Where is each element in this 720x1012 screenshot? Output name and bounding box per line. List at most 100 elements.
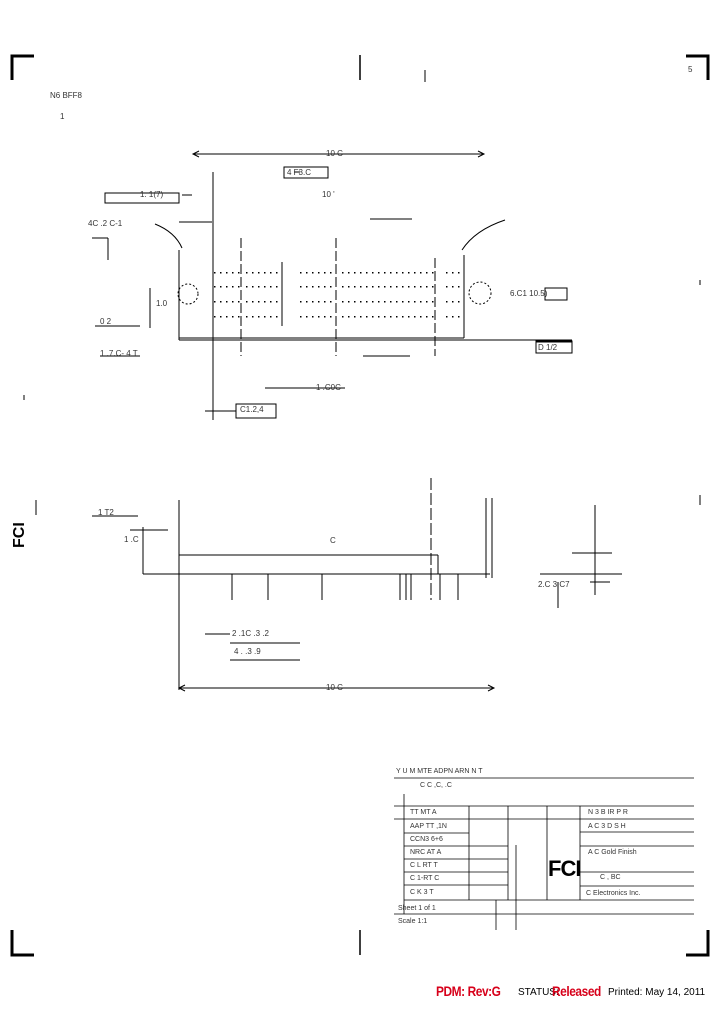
contact-pin [214,316,216,318]
contact-pin [408,301,410,303]
contact-pin [258,272,260,274]
contact-pin [420,301,422,303]
titleblock-part-title-1: N 3 B IR P R [588,809,628,816]
contact-pin [312,301,314,303]
contact-pin [396,316,398,318]
titleblock-header-1: Y U M MTE ADPN ARN N T [396,768,483,775]
contact-pin [324,286,326,288]
front-dimension-b: 4 . .3 .9 [234,647,261,656]
contact-pin [420,316,422,318]
contact-pin [360,272,362,274]
contact-pin [264,286,266,288]
contact-pin [246,286,248,288]
contact-pin [354,301,356,303]
contact-pin [372,272,374,274]
contact-pin [300,286,302,288]
contact-pin [354,272,356,274]
contact-pin [238,286,240,288]
front-dim-side: 1 .C [124,535,139,544]
contact-pin [270,286,272,288]
contact-pin [226,286,228,288]
contact-pin [446,301,448,303]
contact-pin [366,316,368,318]
contact-pin [458,272,460,274]
contact-pin [318,286,320,288]
contact-pin [252,301,254,303]
contact-pin [452,316,454,318]
contact-pin [226,301,228,303]
status-value: Released [552,983,601,999]
contact-pin [414,286,416,288]
bottom-reference: 1 .7.C- 4 T [100,349,138,358]
dimension-height: 1.0 [156,299,168,308]
dimension-b: 1. 1(7) [140,190,164,199]
contact-pin [276,301,278,303]
contact-pin [214,286,216,288]
contact-pin [324,272,326,274]
status-label: STATUS: [518,987,559,998]
contact-pin [220,286,222,288]
contact-pin [246,301,248,303]
contact-pin [330,272,332,274]
contact-pin [258,286,260,288]
titleblock-company: C Electronics Inc. [586,890,641,897]
contact-pin [306,301,308,303]
corner-top-left [10,54,34,80]
note-left: 4C .2 C-1 [88,219,123,228]
contact-pin [426,316,428,318]
contact-pin [458,301,460,303]
contact-pin [330,301,332,303]
front-total-dimension: 10 C [326,683,343,692]
contact-pin [396,301,398,303]
contact-pin [396,272,398,274]
contact-pin [402,286,404,288]
dimension-a: 4 F3.C [287,168,312,177]
contact-pin [258,301,260,303]
contact-pin [232,286,234,288]
contact-pin [372,286,374,288]
fci-logo-side: FCI [11,522,28,548]
contact-pin [246,316,248,318]
contact-pin [220,272,222,274]
contact-pin [420,286,422,288]
contact-pin [452,286,454,288]
contact-pin [342,316,344,318]
contact-pin [324,316,326,318]
contact-pin [252,272,254,274]
contact-pin [384,286,386,288]
contact-pin [276,316,278,318]
contact-pin [300,301,302,303]
contact-pin [402,272,404,274]
contact-pin [408,272,410,274]
titleblock-row-1: TT MT A [410,809,437,816]
contact-pin [264,316,266,318]
titleblock-header-2: C C ,C, .C [420,782,452,789]
contact-pin [426,286,428,288]
side-note: 6.C1 10.5) [510,289,548,298]
contact-pin [390,272,392,274]
contact-pin [312,286,314,288]
front-dim-top: 1 T2 [98,508,114,517]
contact-pin [306,316,308,318]
datum-label: D 1/2 [538,343,558,352]
contact-pin [452,272,454,274]
contact-pin [354,286,356,288]
contact-pin [402,316,404,318]
contact-pin [408,286,410,288]
contact-pin [238,316,240,318]
title-fragment-2: 1 [60,112,65,121]
pitch-box: C1.2,4 [240,405,264,414]
contact-pin [300,272,302,274]
overall-dimension: 10 C [326,149,343,158]
titleblock-row-3: CCN3 6+6 [410,836,443,843]
contact-pin [232,272,234,274]
contact-pin [378,301,380,303]
contact-pin [330,316,332,318]
contact-pin [312,272,314,274]
contact-pin [214,272,216,274]
titleblock-row-5: C L RT T [410,862,438,869]
contact-pin [276,272,278,274]
titleblock-scale: Scale 1:1 [398,918,428,925]
contact-pin [366,286,368,288]
contact-pin [378,316,380,318]
